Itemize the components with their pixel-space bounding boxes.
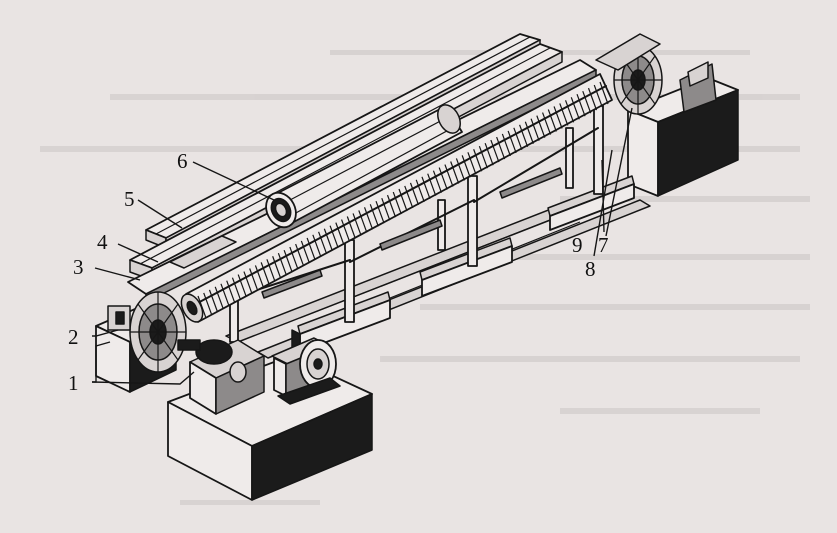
leader-lines <box>91 107 633 385</box>
label-5: 5 <box>124 187 135 211</box>
label-7: 7 <box>598 233 609 257</box>
support-stands <box>229 103 635 353</box>
roller-shaft <box>180 73 613 323</box>
left-drive-gear <box>107 291 187 373</box>
callout-labels: 1 2 3 4 5 6 9 7 8 <box>68 149 609 395</box>
label-9: 9 <box>572 233 583 257</box>
right-drive-gear <box>595 33 717 115</box>
label-6: 6 <box>177 149 188 173</box>
label-2: 2 <box>68 325 79 349</box>
pipe-workpiece <box>265 104 463 229</box>
label-8: 8 <box>585 257 596 281</box>
gearbox <box>177 339 265 415</box>
label-3: 3 <box>73 255 84 279</box>
label-1: 1 <box>68 371 79 395</box>
label-4: 4 <box>97 230 108 254</box>
electric-motor <box>271 337 341 405</box>
